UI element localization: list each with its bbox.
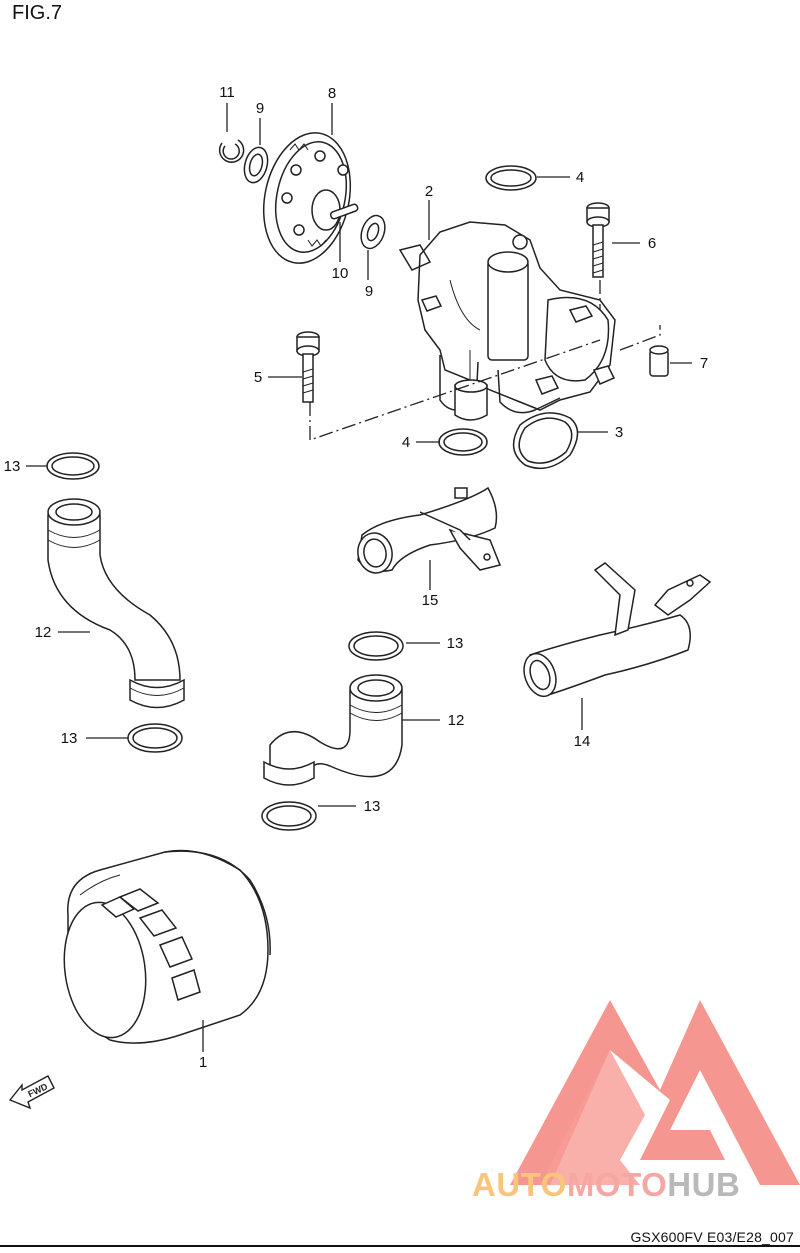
callout-12-left: 12	[35, 624, 52, 641]
oil-filter-part	[63, 849, 271, 1044]
callout-4-upper: 4	[576, 169, 584, 186]
leader-lines	[26, 103, 692, 1052]
watermark-part-moto: MOTO	[566, 1166, 668, 1203]
callout-12-right: 12	[448, 712, 465, 729]
callout-1: 1	[199, 1054, 207, 1071]
watermark-part-hub: HUB	[667, 1166, 741, 1203]
diagram-code: GSX600FV E03/E28_007	[630, 1229, 794, 1245]
callout-13-b: 13	[447, 635, 464, 652]
watermark-part-auto: AUTO	[472, 1166, 567, 1203]
o-ring-13-a-part	[46, 452, 100, 480]
gasket-part	[512, 412, 579, 470]
figure-title: FIG.7	[12, 2, 63, 24]
callout-4-lower: 4	[402, 434, 410, 451]
pin-part	[329, 203, 359, 220]
oil-pump-body-part	[398, 221, 616, 421]
o-ring-upper-part	[485, 165, 537, 191]
oil-pipe-left-part	[47, 498, 185, 709]
bolt-6-part	[586, 202, 610, 278]
callout-3: 3	[615, 424, 623, 441]
washer-lower-part	[360, 214, 386, 250]
oil-hose-15-part	[357, 486, 502, 574]
forward-direction-arrow: FWD	[8, 1075, 55, 1110]
oil-hose-14-part	[523, 562, 712, 698]
o-ring-13-d-part	[261, 801, 317, 831]
callout-8: 8	[328, 85, 336, 102]
circlip-part	[218, 139, 245, 163]
callout-10: 10	[332, 265, 349, 282]
callout-13-a: 13	[4, 458, 21, 475]
callout-6: 6	[648, 235, 656, 252]
callout-15: 15	[422, 592, 439, 609]
o-ring-13-b-part	[127, 723, 183, 753]
oil-pipe-right-part	[263, 674, 403, 786]
callout-13-c: 13	[61, 730, 78, 747]
pump-gear-part	[262, 132, 352, 264]
automotohub-logo	[510, 1000, 800, 1185]
callout-14: 14	[574, 733, 591, 750]
callout-labels: 11 9 8 10 9 2 4 6 7 5 4 3 13 15 12 13 14…	[4, 84, 709, 1071]
callout-13-d: 13	[364, 798, 381, 815]
o-ring-13-c-part	[348, 631, 404, 661]
callout-7: 7	[700, 355, 708, 372]
dowel-part	[649, 345, 669, 377]
callout-11: 11	[219, 84, 235, 101]
callout-2: 2	[425, 183, 433, 200]
washer-upper-part	[243, 146, 269, 184]
callout-5: 5	[254, 369, 262, 386]
o-ring-lower-part	[438, 428, 488, 456]
watermark-text: AUTOMOTOHUB	[472, 1165, 798, 1205]
bolt-5-part	[296, 331, 320, 403]
callout-9-upper: 9	[256, 100, 264, 117]
callout-9-lower: 9	[365, 283, 373, 300]
